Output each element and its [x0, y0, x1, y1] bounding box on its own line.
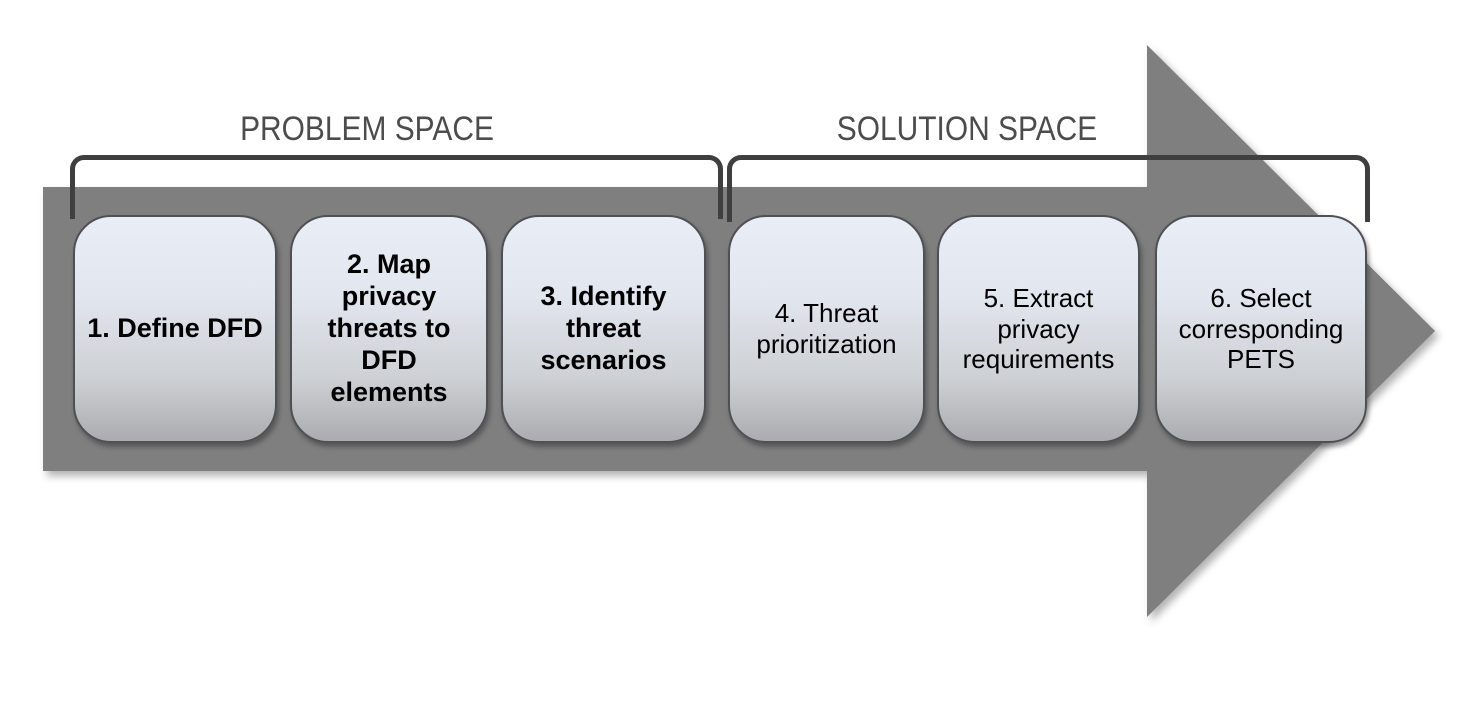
- step-box-3-identify-threat-scenarios: 3. Identify threat scenarios: [501, 215, 706, 443]
- step-label: 6. Select corresponding PETS: [1178, 282, 1344, 375]
- step-box-4-threat-prioritization: 4. Threat prioritization: [728, 215, 925, 443]
- step-label: 3. Identify threat scenarios: [540, 281, 667, 375]
- step-box-5-extract-privacy-requirements: 5. Extract privacy requirements: [937, 215, 1140, 443]
- step-label: 5. Extract privacy requirements: [962, 282, 1115, 375]
- step-box-6-select-corresponding-pets: 6. Select corresponding PETS: [1155, 215, 1367, 443]
- step-box-2-map-privacy-threats: 2. Map privacy threats to DFD elements: [290, 215, 488, 443]
- solution-space-bracket: [727, 155, 1370, 222]
- step-label: 4. Threat prioritization: [756, 298, 897, 359]
- problem-space-bracket: [70, 155, 723, 219]
- step-label: 1. Define DFD: [87, 313, 263, 344]
- step-label: 2. Map privacy threats to DFD elements: [327, 249, 451, 407]
- problem-space-label: PROBLEM SPACE: [240, 110, 494, 148]
- step-box-1-define-dfd: 1. Define DFD: [73, 215, 277, 443]
- solution-space-label: SOLUTION SPACE: [836, 110, 1098, 148]
